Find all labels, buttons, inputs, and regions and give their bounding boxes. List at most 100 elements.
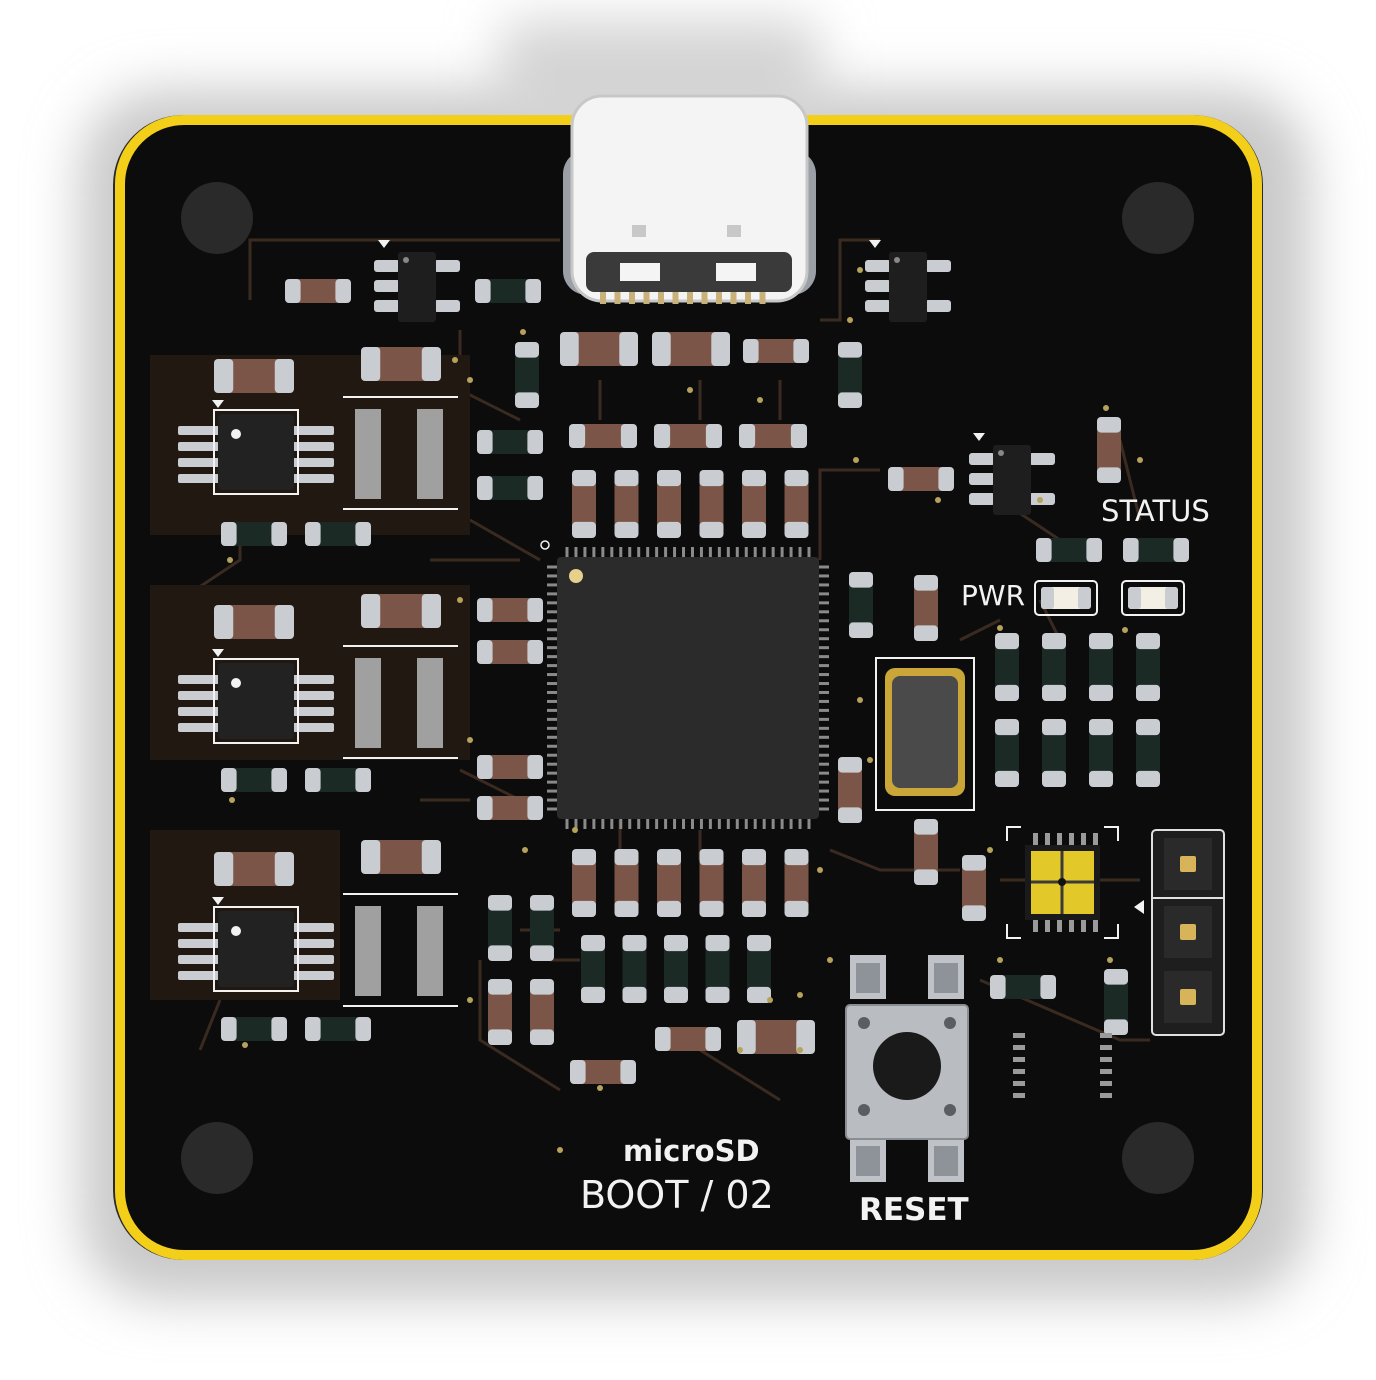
mcu-pin-r2 <box>819 583 829 587</box>
mcu-pin-r7 <box>819 628 829 632</box>
mcu-pin-b14 <box>690 819 694 829</box>
qfn-pin-b3 <box>1069 920 1074 932</box>
sot-reg-0-pin-r1 <box>434 300 460 312</box>
smd-v-26 <box>622 935 647 1003</box>
via-3 <box>853 457 859 463</box>
button-leg-inner-1 <box>934 963 958 993</box>
smd-h-7 <box>477 430 543 454</box>
via-19 <box>597 1085 603 1091</box>
qfn-pin-l1 <box>1013 1045 1025 1050</box>
smd-v-16-pad-top <box>614 849 639 866</box>
smd-h-8-body <box>480 476 540 500</box>
smd-h-19-body <box>480 598 540 622</box>
mcu-pin1-mark <box>540 540 550 550</box>
msop-reg-1-dot <box>231 678 241 688</box>
mcu-pin-r19 <box>819 735 829 739</box>
trace-0 <box>248 238 560 300</box>
smd-h-16 <box>1123 538 1189 562</box>
msop-reg-2-pin-l0 <box>178 923 222 932</box>
mcu-pin-b3 <box>592 819 596 829</box>
smd-v-26-pad-bottom <box>622 986 647 1003</box>
smd-v-29-pad-top <box>747 935 771 952</box>
smd-v-6-pad-bottom <box>914 869 938 885</box>
usb-pin-3 <box>643 292 650 304</box>
smd-v-19 <box>699 470 724 538</box>
msop-reg-1-body <box>218 663 294 739</box>
smd-v-9-pad-top <box>488 895 512 911</box>
via-18 <box>557 1147 563 1153</box>
sot-reg-0-pin-r0 <box>434 260 460 272</box>
smd-h-4-pad-right <box>793 339 809 363</box>
smd-h-4-pad-left <box>743 339 759 363</box>
smd-v-28-pad-bottom <box>705 986 730 1003</box>
smd-v-22 <box>742 849 766 917</box>
qfn-pin-r0 <box>1100 1033 1112 1038</box>
smd-h-20-pad-right <box>527 640 543 664</box>
qfn-pin-t3 <box>1069 833 1074 845</box>
sot-reg-2-pin-l2 <box>969 493 995 505</box>
smd-h-26-pad-right <box>274 852 294 886</box>
msop-reg-2-outline <box>213 906 299 992</box>
smd-h-6-body <box>217 359 291 393</box>
trace-9 <box>959 618 1001 642</box>
smd-h-4 <box>743 339 809 363</box>
inductor-1-pad-left <box>355 658 381 748</box>
smd-v-11 <box>488 979 512 1045</box>
button-rivet-0 <box>858 1017 870 1029</box>
mcu-pin-b12 <box>673 819 677 829</box>
msop-reg-0-body <box>218 414 294 490</box>
trace-10 <box>818 468 880 560</box>
mcu-pin-b4 <box>601 819 605 829</box>
mcu-pin-r18 <box>819 726 829 730</box>
smd-h-10-pad-right <box>705 424 722 448</box>
qfn-corner-marks <box>1006 826 1119 939</box>
via-22 <box>229 797 235 803</box>
msop-reg-2-pin-r2 <box>290 955 334 964</box>
led-status-pad-r <box>1165 587 1178 609</box>
qfn-pin-r3 <box>1100 1069 1112 1074</box>
smd-v-20 <box>699 849 724 917</box>
sot-reg-1-pin-l1 <box>865 280 891 292</box>
mcu-pin-t1 <box>574 547 578 557</box>
header-pin-1 <box>1180 924 1196 940</box>
smd-h-11-pad-left <box>739 424 756 448</box>
usb-pin-10 <box>745 292 751 304</box>
smd-h-7-pad-left <box>477 430 493 454</box>
qfn-pin-r2 <box>1100 1057 1112 1062</box>
smd-h-26 <box>214 852 294 886</box>
header-pin-2 <box>1180 989 1196 1005</box>
sot-reg-1-pin-l0 <box>865 260 891 272</box>
usb-pin-7 <box>701 292 708 304</box>
smd-h-21 <box>221 768 287 792</box>
smd-h-19-pad-right <box>527 598 543 622</box>
smd-h-22 <box>305 768 371 792</box>
smd-v-7-body <box>962 858 986 918</box>
smd-v-12-pad-top <box>530 979 554 995</box>
status-label: STATUS <box>1101 494 1210 528</box>
smd-v-4-pad-bottom <box>914 625 938 641</box>
mcu-pin-r6 <box>819 619 829 623</box>
mcu-pin-t24 <box>780 547 784 557</box>
smd-v-6-body <box>914 822 938 882</box>
mcu-pin-b25 <box>789 819 793 829</box>
mcu-pin-r8 <box>819 637 829 641</box>
usb-pin-4 <box>658 292 664 304</box>
smd-v-6-pad-top <box>914 819 938 835</box>
smd-h-6-pad-right <box>274 359 294 393</box>
via-0 <box>520 329 526 335</box>
smd-h-18-body <box>217 605 291 639</box>
msop-reg-0-pin-r1 <box>290 442 334 451</box>
mcu-pin-b9 <box>646 819 650 829</box>
smd-v-12-body <box>530 982 554 1042</box>
smd-h-10-pad-left <box>654 424 671 448</box>
usb-pin-2 <box>629 292 635 304</box>
mcu-pin-r21 <box>819 753 829 757</box>
smd-h-2 <box>560 332 638 366</box>
usb-pin-0 <box>600 292 606 304</box>
smd-v-15-pad-top <box>614 470 639 487</box>
smd-v-4-pad-top <box>914 575 938 591</box>
smd-h-10-body <box>657 424 719 448</box>
mcu-pin-t23 <box>771 547 775 557</box>
smd-h-28-pad-left <box>305 1017 321 1041</box>
via-31 <box>797 1047 803 1053</box>
